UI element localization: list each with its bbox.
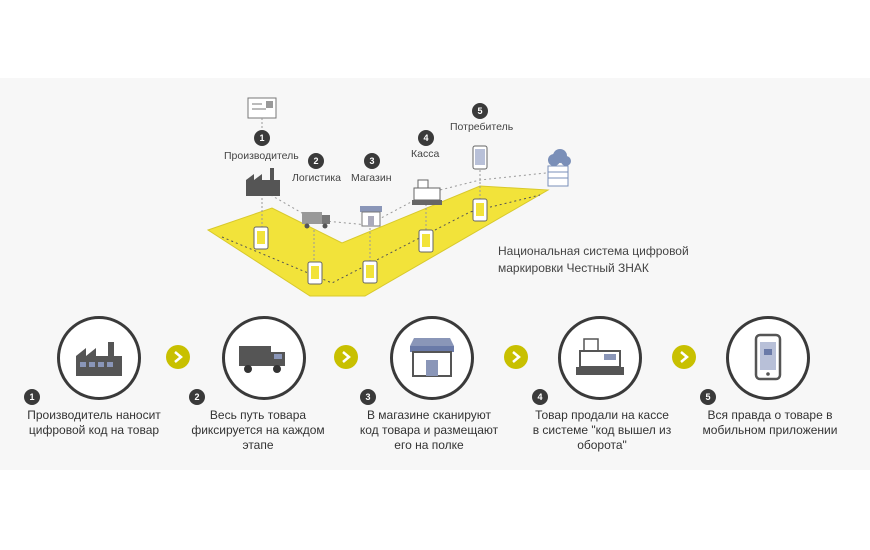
small-store-icon xyxy=(360,206,382,227)
top-step-3-label: Магазин xyxy=(351,172,392,184)
background-band xyxy=(0,78,870,470)
step-4-circle xyxy=(558,316,642,400)
smartphone-icon xyxy=(754,333,782,381)
step-1-number: 1 xyxy=(24,389,40,405)
small-smartphone-icon xyxy=(472,145,488,170)
marking-system-band xyxy=(206,185,550,297)
top-step-4-label: Касса xyxy=(411,148,440,160)
step-3-number: 3 xyxy=(360,389,376,405)
chevron-right-icon xyxy=(680,351,689,363)
step-2-circle xyxy=(222,316,306,400)
truck-icon xyxy=(239,346,285,373)
cash-register-icon xyxy=(576,338,624,375)
chevron-right-icon xyxy=(174,351,183,363)
step-5-number: 5 xyxy=(700,389,716,405)
step-5-circle xyxy=(726,316,810,400)
chevron-right-icon xyxy=(512,351,521,363)
chevron-right-icon xyxy=(342,351,351,363)
supply-chain-diagram xyxy=(206,97,571,297)
top-step-3-number: 3 xyxy=(364,153,380,169)
band-dotted-path xyxy=(221,194,541,284)
store-icon xyxy=(410,338,454,377)
step-1-circle xyxy=(57,316,141,400)
next-arrow-1 xyxy=(166,345,190,369)
step-1-caption: Производитель наносит цифровой код на то… xyxy=(27,408,161,437)
step-3-caption: В магазине сканируют код товара и размещ… xyxy=(359,408,499,452)
top-step-1-label: Производитель xyxy=(224,150,299,162)
top-step-5-number: 5 xyxy=(472,103,488,119)
small-truck-icon xyxy=(302,212,330,229)
next-arrow-3 xyxy=(504,345,528,369)
cloud-server-icon xyxy=(547,149,571,187)
marking-system-label: Национальная система цифровой маркировки… xyxy=(498,244,689,275)
top-step-5-label: Потребитель xyxy=(450,121,514,133)
step-4-number: 4 xyxy=(532,389,548,405)
step-4-caption: Товар продали на кассе в системе "код вы… xyxy=(532,408,672,452)
small-factory-icon xyxy=(246,168,280,196)
next-arrow-2 xyxy=(334,345,358,369)
small-cash-register-icon xyxy=(412,179,442,205)
next-arrow-4 xyxy=(672,345,696,369)
top-step-4-number: 4 xyxy=(418,130,434,146)
step-2-caption: Весь путь товара фиксируется на каждом э… xyxy=(191,408,325,452)
top-step-1-number: 1 xyxy=(254,130,270,146)
step-3-circle xyxy=(390,316,474,400)
top-step-2-label: Логистика xyxy=(292,172,342,184)
top-step-2-number: 2 xyxy=(308,153,324,169)
factory-icon xyxy=(76,342,122,376)
step-2-number: 2 xyxy=(189,389,205,405)
label-icon xyxy=(247,97,277,119)
step-5-caption: Вся правда о товаре в мобильном приложен… xyxy=(702,408,838,437)
